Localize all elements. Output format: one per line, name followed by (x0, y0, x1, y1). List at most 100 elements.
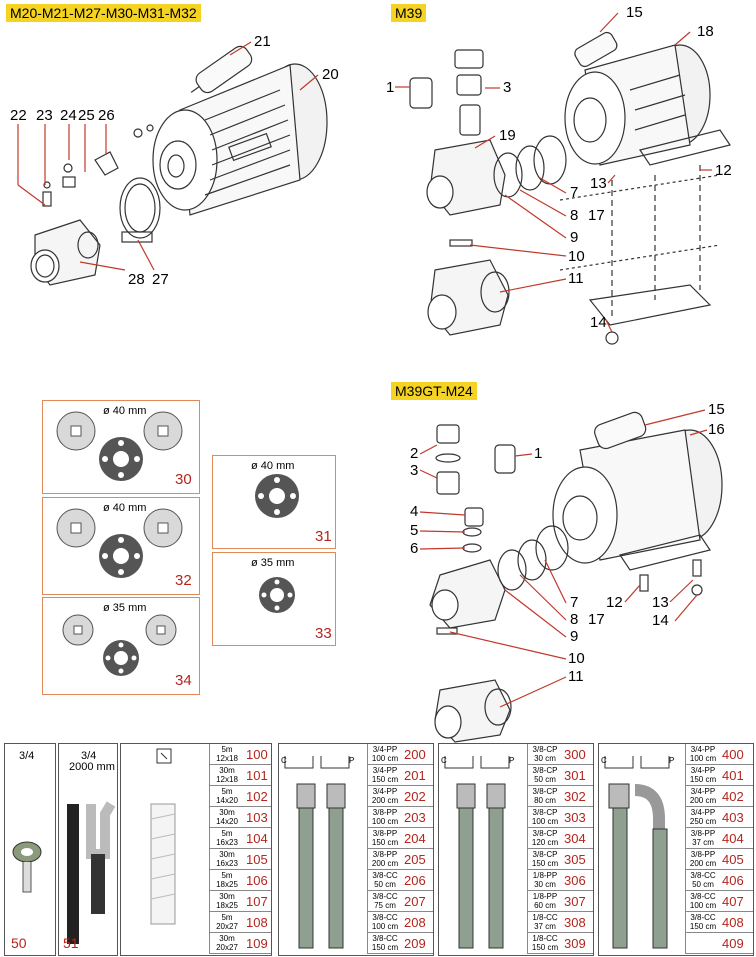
row-spec: 3/8-CP (532, 766, 558, 775)
row-size: 80 cm (534, 796, 556, 805)
row-spec: 3/4-PP (690, 745, 716, 754)
callout-14: 14 (590, 314, 607, 331)
flange-dimension: ø 35 mm (103, 602, 147, 614)
flange-dimension: ø 35 mm (251, 557, 295, 569)
callout-gt-17: 17 (588, 611, 605, 628)
row-part-number: 309 (564, 936, 586, 951)
callout-7: 7 (570, 184, 579, 201)
row-spec: 30m (219, 892, 235, 901)
row-size: 100 cm (371, 922, 399, 931)
row-spec: 3/8-CP (532, 850, 558, 859)
callout-gt-10: 10 (568, 650, 585, 667)
row-size: 30 cm (534, 754, 556, 763)
fitting-label-c: C (601, 756, 607, 765)
row-size: 18x25 (216, 880, 238, 889)
callout-gt-4: 4 (410, 503, 419, 520)
row-part-number: 206 (404, 873, 426, 888)
row-size: 16x23 (216, 859, 238, 868)
callout-9: 9 (570, 229, 579, 246)
row-size: 100 cm (371, 754, 399, 763)
callout-8: 8 (570, 207, 579, 224)
callout-gt-14: 14 (652, 612, 669, 629)
row-size: 150 cm (689, 775, 717, 784)
row-part-number: 301 (564, 768, 586, 783)
row-part-number: 101 (246, 768, 268, 783)
callout-10: 10 (568, 248, 585, 265)
row-size: 150 cm (531, 943, 559, 952)
row-part-number: 306 (564, 873, 586, 888)
row-spec: 30m (219, 850, 235, 859)
row-size: 20x27 (216, 922, 238, 931)
row-size: 200 cm (371, 796, 399, 805)
callout-gt-12: 12 (606, 594, 623, 611)
row-spec: 3/8-PP (372, 829, 398, 838)
row-spec: 1/8-CC (532, 934, 558, 943)
row-part-number: 107 (246, 894, 268, 909)
flange-set-icon (56, 508, 183, 578)
accessory-51: 3/4 2000 mm 51 (58, 743, 118, 956)
callout-gt-2: 2 (410, 445, 419, 462)
row-spec: 3/8-CC (372, 871, 398, 880)
callout-1: 1 (386, 79, 395, 96)
callout-25: 25 (78, 107, 95, 124)
row-spec: 3/8-CP (532, 787, 558, 796)
row-spec: 3/8-PP (690, 850, 716, 859)
braided-hose-pp-icon (284, 756, 350, 949)
capacitor-15 (574, 31, 618, 68)
flange-box-31: ø 40 mm 31 (212, 455, 336, 549)
callout-gt-7: 7 (570, 594, 579, 611)
row-size: 37 cm (692, 838, 714, 847)
row-spec: 5m (221, 787, 233, 796)
row-spec: 3/8-PP (372, 808, 398, 817)
capacitor-15b (594, 411, 647, 450)
fitting-label-p: P (669, 756, 675, 765)
row-spec: 5m (221, 871, 233, 880)
row-size: 75 cm (374, 901, 396, 910)
clamp-27 (119, 177, 161, 243)
row-part-number: 104 (246, 831, 268, 846)
callout-13: 13 (590, 175, 607, 192)
row-part-number: 304 (564, 831, 586, 846)
row-spec: 3/4-PP (372, 745, 398, 754)
row-part-number: 407 (722, 894, 744, 909)
flange-number: 31 (315, 528, 332, 545)
flange-box-33: ø 35 mm 33 (212, 552, 336, 646)
callout-12: 12 (715, 162, 732, 179)
flange-dimension: ø 40 mm (251, 460, 295, 472)
row-part-number: 205 (404, 852, 426, 867)
row-spec: 5m (221, 745, 233, 754)
row-part-number: 106 (246, 873, 268, 888)
braided-hose-cp-icon (444, 756, 510, 949)
row-spec: 3/8-CC (690, 913, 716, 922)
row-spec: 30m (219, 766, 235, 775)
callout-gt-8: 8 (570, 611, 579, 628)
row-part-number: 302 (564, 789, 586, 804)
row-part-number: 208 (404, 915, 426, 930)
flange-set-icon (62, 614, 177, 676)
row-size: 18x25 (216, 901, 238, 910)
callout-24: 24 (60, 107, 77, 124)
accessory-50: 3/4 50 (4, 743, 56, 956)
callout-18: 18 (697, 23, 714, 40)
row-size: 12x18 (216, 754, 238, 763)
row-size: 200 cm (689, 796, 717, 805)
row-spec: 3/4-PP (690, 766, 716, 775)
drain-elbow-icon (12, 841, 42, 893)
row-part-number: 109 (246, 936, 268, 951)
row-size: 30 cm (534, 880, 556, 889)
